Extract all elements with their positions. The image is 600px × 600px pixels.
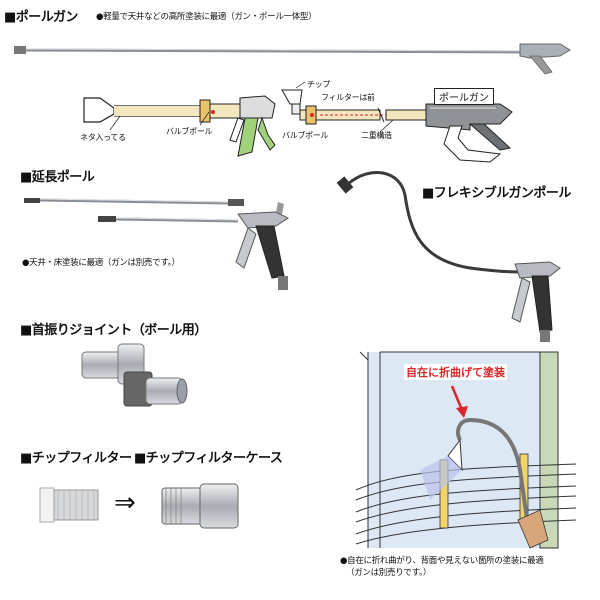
tip-filter-case-title: ■チップフィルターケース bbox=[134, 451, 283, 466]
label-tip: チップ bbox=[307, 80, 331, 89]
pole-gun-note: ●軽量で天井などの高所塗装に最適（ガン・ポール一体型） bbox=[96, 12, 317, 22]
arrow-icon: ⇒ bbox=[114, 488, 136, 518]
extension-pole-note: ●天井・床塗装に最適（ガンは別売です。） bbox=[22, 258, 180, 268]
label-filter-front: フィルターは前 bbox=[321, 93, 375, 102]
swivel-joint-title: ■首振りジョイント（ボール用） bbox=[20, 323, 207, 338]
label-valve-pole-2: バルブポール bbox=[282, 131, 329, 140]
label-neta: ネタ入ってる bbox=[80, 133, 126, 142]
pole-gun-title: ■ポールガン bbox=[4, 10, 78, 25]
flexible-note-line1: ●自在に折れ曲がり、背面や見えない箇所の塗装に最適 bbox=[340, 556, 544, 566]
flexible-note-line2: （ガンは別売りです。） bbox=[346, 568, 432, 578]
flexible-pole-title: ■フレキシブルガンポール bbox=[422, 186, 571, 201]
tip-filter-title: ■チップフィルター bbox=[20, 451, 132, 466]
label-valve-pole-1: バルブポール bbox=[166, 127, 213, 136]
extension-pole-title: ■延長ポール bbox=[20, 170, 95, 185]
label-double-structure: 二重構造 bbox=[361, 131, 392, 140]
flexible-highlight-text: 自在に折曲げて塗装 bbox=[404, 364, 507, 380]
label-pole-gun-box: ポールガン bbox=[434, 88, 494, 105]
